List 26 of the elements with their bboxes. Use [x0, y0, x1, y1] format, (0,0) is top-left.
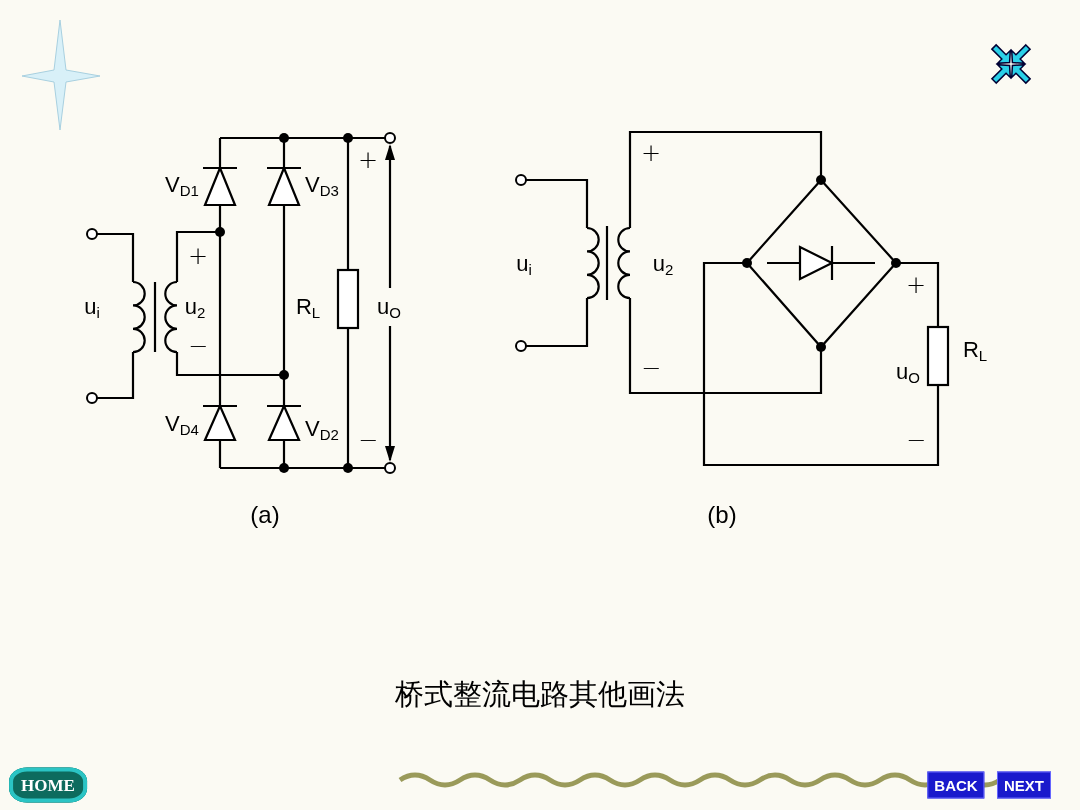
- component-label: R$_{L}$: [295, 296, 321, 320]
- voltage-label: u$_{2}$: [184, 296, 206, 320]
- voltage-label: u$_{i}$: [516, 253, 532, 277]
- component-label: V$_{D2}$: [305, 418, 339, 442]
- component-label: V$_{D3}$: [305, 174, 339, 198]
- home-button: HOME: [9, 767, 87, 803]
- figure-label: (b): [707, 503, 737, 527]
- polarity-sign: −: [905, 428, 927, 452]
- component-label: R$_{L}$: [962, 339, 988, 363]
- voltage-label: u$_{O}$: [377, 296, 401, 320]
- polarity-sign: +: [357, 148, 379, 172]
- polarity-sign: −: [640, 356, 662, 380]
- polarity-sign: −: [187, 334, 209, 358]
- component-label: V$_{D4}$: [165, 413, 199, 437]
- back-button: BACK: [927, 771, 985, 799]
- next-button: NEXT: [997, 771, 1051, 799]
- voltage-label: u$_{i}$: [84, 296, 100, 320]
- component-label: V$_{D1}$: [165, 174, 199, 198]
- polarity-sign: +: [640, 141, 662, 165]
- polarity-sign: +: [187, 244, 209, 268]
- polarity-sign: +: [905, 273, 927, 297]
- figure-label: (a): [250, 503, 280, 527]
- polarity-sign: −: [357, 428, 379, 452]
- voltage-label: u$_{O}$: [896, 361, 920, 385]
- voltage-label: u$_{2}$: [652, 253, 674, 277]
- caption: 桥式整流电路其他画法: [395, 678, 685, 710]
